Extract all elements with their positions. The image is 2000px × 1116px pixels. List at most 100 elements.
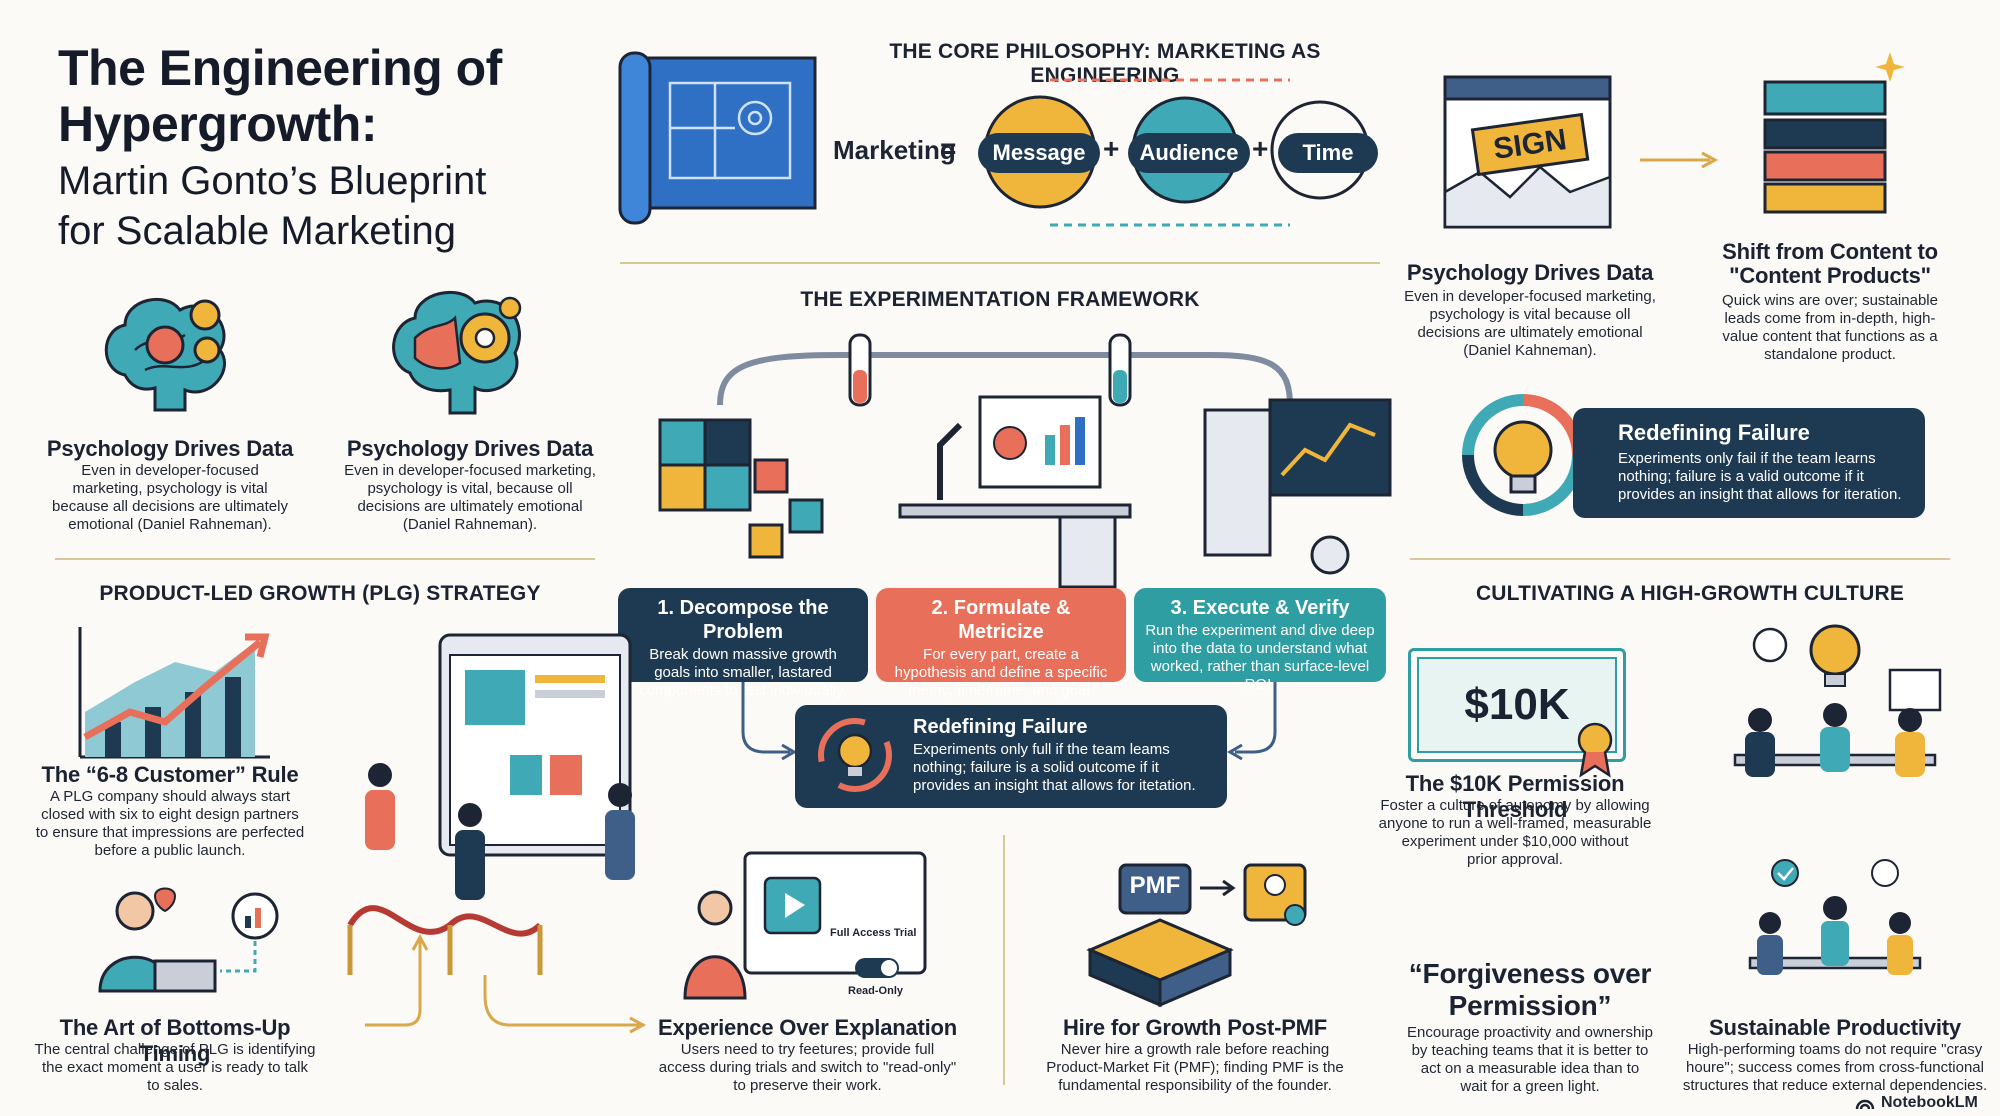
divider bbox=[620, 262, 1380, 264]
text-line: psychology is vital because oll bbox=[1429, 306, 1631, 323]
sustainable-title: Sustainable Productivity bbox=[1709, 1015, 1961, 1040]
plus-sign: + bbox=[1103, 133, 1120, 164]
content-products-body: Quick wins are over; sustainable leads c… bbox=[1700, 292, 1960, 364]
audience-pill: Audience bbox=[1128, 133, 1250, 173]
text-line: provides an insight that allows for itet… bbox=[913, 777, 1196, 794]
text-line: Product-Market Fit (PMF); finding PMF is… bbox=[1046, 1059, 1344, 1076]
text-line: (Daniel Kahneman). bbox=[1463, 342, 1597, 359]
text-line: into the data to understand what bbox=[1152, 640, 1368, 657]
psych-right-body: Even in developer-focused marketing, psy… bbox=[1390, 288, 1670, 360]
subtitle-line-2: for Scalable Marketing bbox=[58, 209, 456, 253]
text-line: to ensure that impressions are perfected bbox=[35, 824, 305, 841]
sustainable-body: High-performing toams do not require "cr… bbox=[1672, 1041, 1998, 1095]
user-laptop-icon bbox=[98, 887, 279, 993]
text-line: hypothesis and define a specific bbox=[894, 664, 1108, 681]
forgiveness-title: “Forgiveness over Permission” bbox=[1385, 958, 1675, 1022]
text-line: psychology is vital, because oll bbox=[367, 480, 573, 497]
psych-left-1-title: Psychology Drives Data bbox=[46, 436, 294, 461]
plg-arrows bbox=[365, 933, 647, 1034]
pmf-title: Hire for Growth Post-PMF bbox=[1062, 1015, 1328, 1040]
psych-left-2-title: Psychology Drives Data bbox=[346, 436, 594, 461]
text-line: anyone to run a well-framed, measurable bbox=[1378, 815, 1652, 832]
step-1-body: Break down massive growth goals into sma… bbox=[628, 646, 858, 700]
experience-body: Users need to try feetures; provide full… bbox=[640, 1041, 975, 1095]
message-pill: Message bbox=[978, 133, 1100, 173]
text-line: worked, rather than surface-level ROI. bbox=[1150, 658, 1370, 693]
text-line: prior approval. bbox=[1467, 851, 1563, 868]
brain-gear-icon bbox=[392, 290, 522, 415]
stacked-layers-icon bbox=[1763, 52, 1905, 214]
text-line: decisions are ultimately emotional bbox=[1417, 324, 1643, 341]
text-line: Users need to try feetures; provide full bbox=[680, 1041, 935, 1058]
text-line: “Forgiveness over bbox=[1408, 958, 1652, 989]
arrow-right-icon bbox=[1640, 151, 1719, 169]
text-line: Foster a culture of autonomy by allowing bbox=[1380, 797, 1650, 814]
sign-browser-icon: SIGN bbox=[1443, 75, 1612, 229]
text-line: Permission” bbox=[1448, 990, 1612, 1021]
step-3-card: 3. Execute & Verify Run the experiment a… bbox=[1134, 588, 1386, 693]
text-line: Experiments only full if the team leams bbox=[913, 741, 1170, 758]
readonly-label: Read-Only bbox=[848, 985, 904, 997]
text-line: leads come from in-depth, high- bbox=[1724, 310, 1936, 327]
text-line: because all decisions are ultimately bbox=[52, 498, 288, 515]
text-line: Shift from Content to bbox=[1722, 239, 1938, 264]
marketing-label: Marketing bbox=[833, 135, 956, 165]
blueprint-icon bbox=[618, 51, 817, 225]
experiment-title: THE EXPERIMENTATION FRAMEWORK bbox=[800, 288, 1200, 311]
text-line: provides an insight that allows for iter… bbox=[1618, 486, 1902, 503]
divider bbox=[1410, 558, 1950, 560]
text-line: houre"; success comes from cross-functio… bbox=[1686, 1059, 1984, 1076]
brand-name: NotebookLM bbox=[1881, 1094, 1978, 1111]
rule-body: A PLG company should always start closed… bbox=[25, 788, 315, 860]
text-line: marketing, psychology is vital bbox=[72, 480, 268, 497]
text-line: decisions are ultimately emotional bbox=[357, 498, 583, 515]
psych-left-1-body: Even in developer-focused marketing, psy… bbox=[30, 462, 310, 534]
text-line: access during trials and switch to "read… bbox=[658, 1059, 957, 1076]
brand-mark: NotebookLM bbox=[1855, 1094, 1978, 1112]
text-line: the exact moment a user is ready to talk bbox=[42, 1059, 308, 1076]
step-1-card: 1. Decompose the Problem Break down mass… bbox=[618, 588, 868, 699]
team-table-illustration bbox=[1748, 859, 1922, 975]
step-2-body: For every part, create a hypothesis and … bbox=[886, 646, 1116, 700]
launch-crowd-illustration bbox=[347, 633, 635, 975]
timing-body: The central challenge of PLG is identify… bbox=[20, 1041, 330, 1095]
step-2-card: 2. Formulate & Metricize For every part,… bbox=[876, 588, 1126, 699]
text-line: value content that functions as a bbox=[1722, 328, 1938, 345]
subtitle-line-1: Martin Gonto’s Blueprint bbox=[58, 159, 487, 203]
text-line: act on a measurable idea than to bbox=[1420, 1060, 1640, 1077]
timing-title: The Art of Bottoms-Up Timing bbox=[59, 1015, 291, 1066]
text-line: by teaching teams that it is better to bbox=[1411, 1042, 1649, 1059]
text-line: to sales. bbox=[147, 1077, 203, 1094]
pmf-body: Never hire a growth rale before reaching… bbox=[1030, 1041, 1360, 1095]
text-line: nothing; failure is a valid outcome if i… bbox=[1618, 468, 1864, 485]
text-line: High-performing toams do not require "cr… bbox=[1687, 1041, 1983, 1058]
award-ribbon-icon bbox=[1577, 722, 1613, 778]
text-line: emotional (Daniel Rahneman). bbox=[68, 516, 272, 533]
equals-sign: = bbox=[940, 133, 957, 164]
text-line: closed with six to eight design partners bbox=[41, 806, 299, 823]
core-title: THE CORE PHILOSOPHY: MARKETING AS ENGINE… bbox=[889, 40, 1321, 87]
text-line: fundamental responsibility of the founde… bbox=[1058, 1077, 1332, 1094]
lightbulb-icon bbox=[818, 718, 892, 792]
psych-left-2-body: Even in developer-focused marketing, psy… bbox=[325, 462, 615, 534]
forgiveness-body: Encourage proactivity and ownership by t… bbox=[1385, 1024, 1675, 1096]
text-line: before a public launch. bbox=[94, 842, 246, 859]
failure-right-title: Redefining Failure bbox=[1618, 420, 1810, 445]
text-line: The central challenge of PLG is identify… bbox=[34, 1041, 316, 1058]
divider bbox=[55, 558, 595, 560]
text-line: standalone product. bbox=[1764, 346, 1896, 363]
growth-chart-icon bbox=[78, 627, 270, 759]
step-1-title: 1. Decompose the Problem bbox=[657, 597, 829, 643]
failure-center-body: Experiments only full if the team leams … bbox=[913, 741, 1215, 795]
text-line: Quick wins are over; sustainable bbox=[1722, 292, 1938, 309]
text-line: Run the experiment and dive deep bbox=[1145, 622, 1375, 639]
text-line: Break down massive growth bbox=[649, 646, 837, 663]
threshold-title: The $10K Permission Threshold bbox=[1405, 771, 1625, 822]
threshold-body: Foster a culture of autonomy by allowing… bbox=[1360, 797, 1670, 869]
text-line: structures that reduce external dependen… bbox=[1682, 1077, 1988, 1094]
text-line: Experiments only fail if the team learns bbox=[1618, 450, 1876, 467]
time-pill: Time bbox=[1278, 133, 1378, 173]
team-idea-illustration bbox=[1733, 624, 1942, 777]
step-3-title: 3. Execute & Verify bbox=[1170, 597, 1350, 619]
